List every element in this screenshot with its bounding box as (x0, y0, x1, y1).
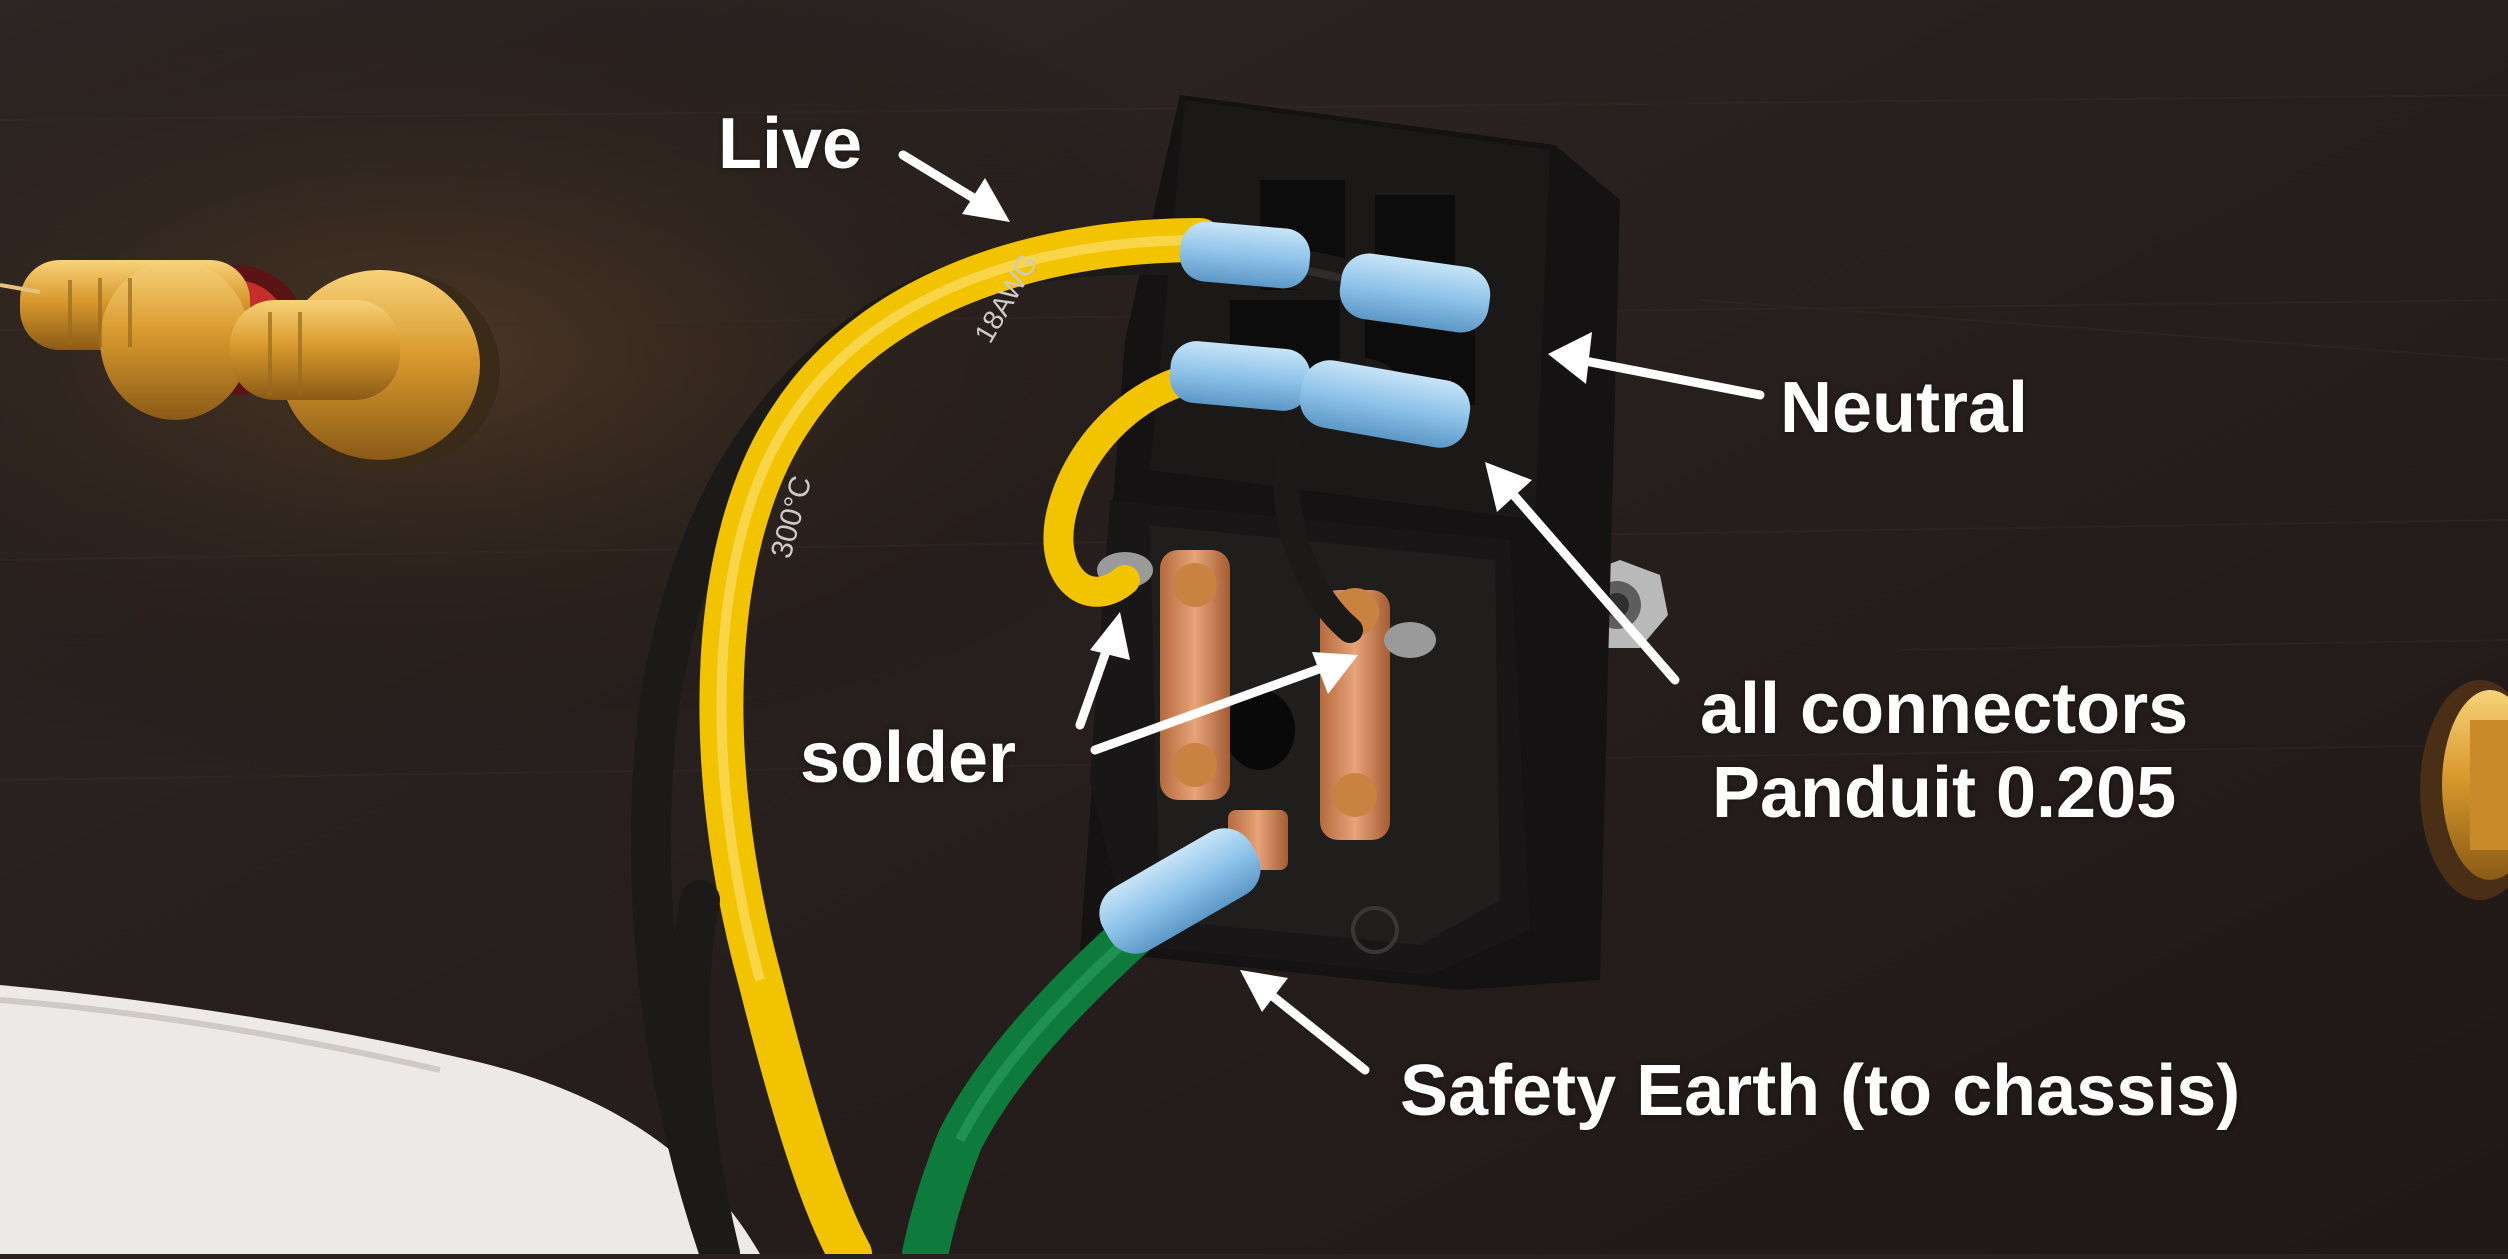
label-live: Live (718, 104, 863, 184)
label-connectors: all connectors Panduit 0.205 (1700, 668, 2188, 835)
label-safety-earth: Safety Earth (to chassis) (1400, 1051, 2241, 1131)
annotation-arrows (898, 150, 1765, 1075)
binding-post-right (2420, 680, 2508, 900)
live-wire-loop (1043, 360, 1235, 607)
label-connectors-line1: all connectors (1700, 669, 2189, 749)
white-cloth (0, 985, 760, 1254)
panduit-connectors (1099, 221, 1491, 954)
label-solder: solder (800, 718, 1017, 798)
label-neutral: Neutral (1780, 368, 2029, 448)
label-connectors-line2: Panduit 0.205 (1711, 752, 2177, 833)
binding-post-left (0, 260, 500, 470)
